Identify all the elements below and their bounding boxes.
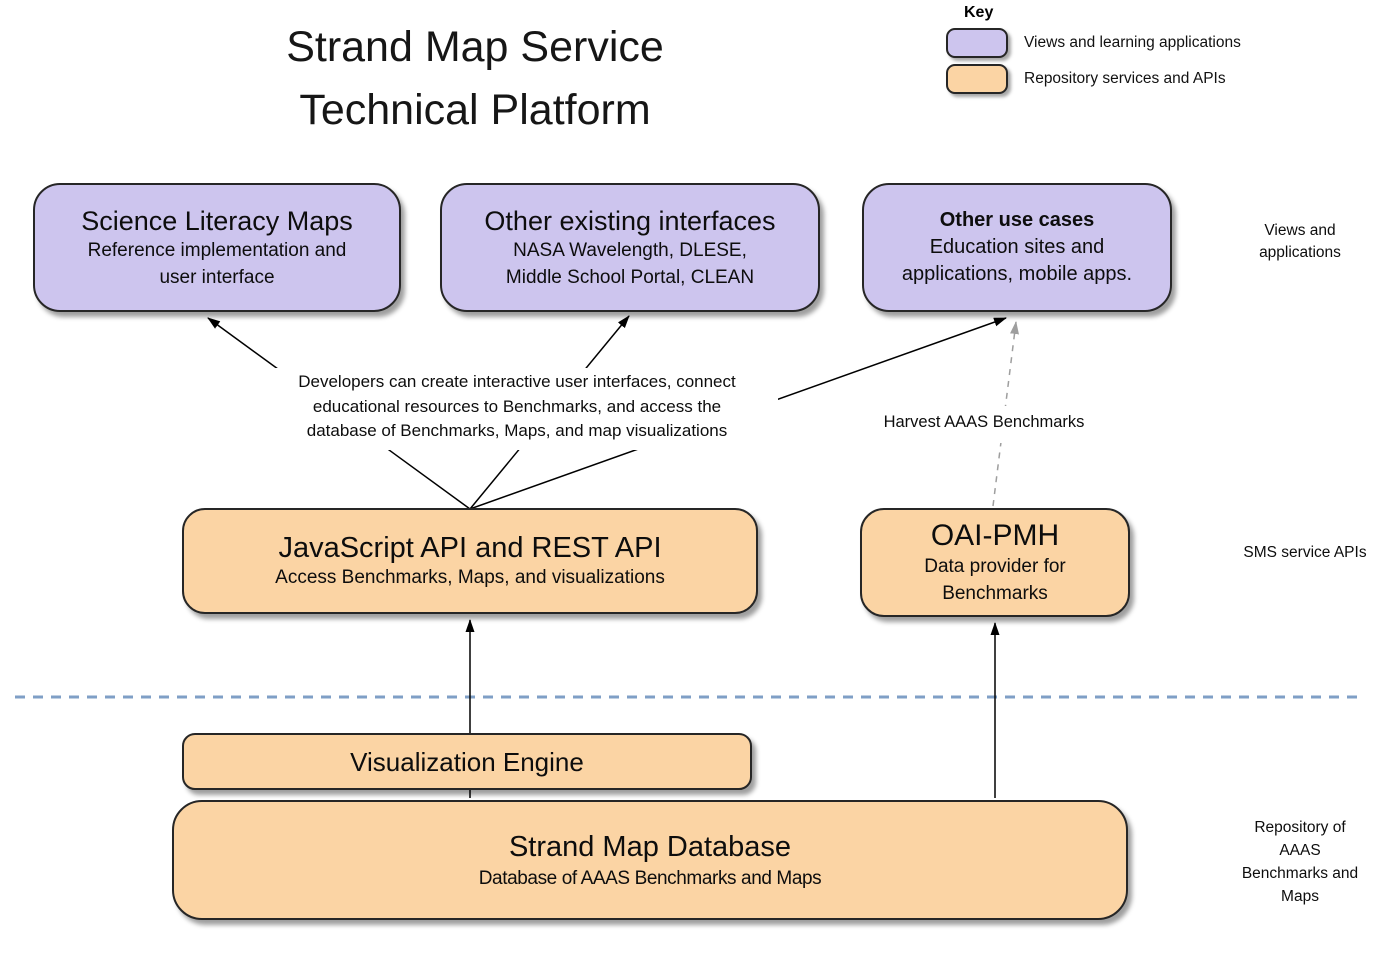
diagram-title-line1: Strand Map Service: [286, 23, 664, 71]
node-oai-pmh: OAI-PMH Data provider for Benchmarks: [860, 508, 1130, 617]
legend-heading: Key: [964, 4, 994, 21]
node-subtitle-line: Access Benchmarks, Maps, and visualizati…: [275, 566, 665, 588]
legend-swatch-orange: [946, 64, 1008, 94]
legend-item-repository: Repository services and APIs: [946, 64, 1241, 94]
node-subtitle-line: applications, mobile apps.: [901, 263, 1133, 285]
node-visualization-engine: Visualization Engine: [182, 733, 752, 790]
node-subtitle-line: NASA Wavelength, DLESE,: [513, 239, 747, 261]
tier-label-line: applications: [1259, 244, 1341, 261]
node-title: Other existing interfaces: [484, 205, 776, 236]
node-subtitle-line: Education sites and: [929, 236, 1105, 258]
developers-note-line: educational resources to Benchmarks, and…: [312, 396, 722, 416]
node-subtitle-line: Benchmarks: [942, 582, 1048, 604]
node-title: Visualization Engine: [350, 746, 584, 777]
legend-label-repository: Repository services and APIs: [1024, 70, 1226, 87]
developers-note-line: database of Benchmarks, Maps, and map vi…: [306, 421, 728, 440]
legend-swatch-purple: [946, 28, 1008, 58]
node-title: Science Literacy Maps: [81, 205, 353, 236]
tier-label-repository: Repository of AAAS Benchmarks and Maps: [1235, 816, 1365, 908]
diagram-title: Strand Map Service Technical Platform: [180, 16, 770, 142]
node-strand-map-database: Strand Map Database Database of AAAS Ben…: [172, 800, 1128, 920]
node-subtitle-line: Reference implementation and: [87, 239, 347, 261]
node-other-existing-interfaces: Other existing interfaces NASA Wavelengt…: [440, 183, 820, 312]
node-title: Other use cases: [939, 209, 1095, 231]
node-title: JavaScript API and REST API: [278, 531, 662, 564]
developers-note-line: Developers can create interactive user i…: [298, 372, 736, 391]
legend-item-views: Views and learning applications: [946, 28, 1241, 58]
node-title: OAI-PMH: [930, 518, 1060, 552]
node-science-literacy-maps: Science Literacy Maps Reference implemen…: [33, 183, 401, 312]
node-title: Strand Map Database: [508, 830, 792, 863]
node-other-use-cases: Other use cases Education sites and appl…: [862, 183, 1172, 312]
tier-label-line: Maps: [1281, 888, 1319, 905]
tier-label-views-and-applications: Views and applications: [1235, 220, 1365, 264]
node-subtitle-line: user interface: [159, 266, 275, 288]
tier-label-line: AAAS: [1279, 842, 1321, 859]
node-subtitle-line: Data provider for: [924, 555, 1066, 577]
developers-note: Developers can create interactive user i…: [256, 368, 778, 450]
diagram-title-line2: Technical Platform: [299, 86, 651, 134]
legend-label-views: Views and learning applications: [1024, 34, 1241, 51]
tier-label-line: Views and: [1264, 222, 1336, 239]
legend: Key Views and learning applications Repo…: [946, 4, 1241, 100]
node-subtitle-line: Middle School Portal, CLEAN: [505, 266, 755, 288]
harvest-benchmarks-label: Harvest AAAS Benchmarks: [858, 406, 1110, 443]
tier-label-sms-service-apis: SMS service APIs: [1243, 544, 1367, 561]
node-javascript-rest-api: JavaScript API and REST API Access Bench…: [182, 508, 758, 614]
tier-label-line: Benchmarks and: [1241, 865, 1359, 882]
tier-label-line: Repository of: [1254, 819, 1346, 836]
node-subtitle-line: Database of AAAS Benchmarks and Maps: [478, 867, 822, 889]
